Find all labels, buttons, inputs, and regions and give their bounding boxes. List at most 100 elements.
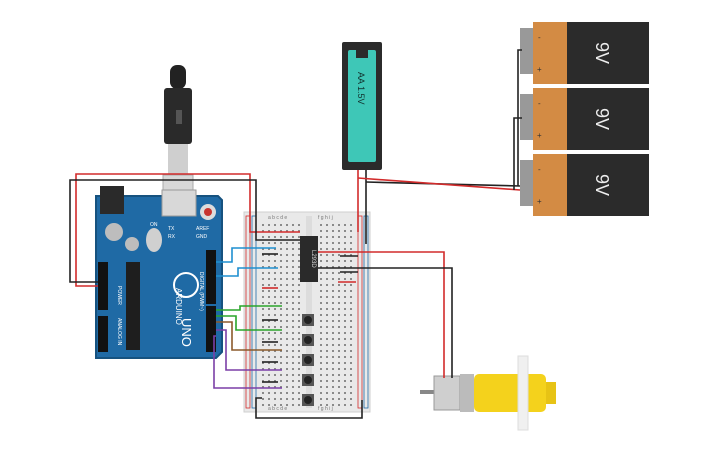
arduino-uno-board[interactable]: ARDUINO UNO DIGITAL (PWM~) POWER ANALOG … [95, 186, 223, 359]
battery-9v-1[interactable]: 9V - + [520, 22, 649, 84]
breadboard-hole [344, 392, 346, 394]
breadboard-hole [344, 368, 346, 370]
wire-gnd[interactable] [69, 179, 270, 283]
breadboard-hole [332, 356, 334, 358]
breadboard-hole [280, 314, 282, 316]
breadboard-hole [292, 398, 294, 400]
wire-blue-2[interactable] [216, 267, 278, 277]
breadboard-hole [338, 350, 340, 352]
breadboard-hole [350, 224, 352, 226]
breadboard-hole [326, 356, 328, 358]
breadboard-hole [332, 374, 334, 376]
breadboard-hole [326, 404, 328, 406]
power-header[interactable] [98, 262, 108, 310]
breadboard-hole [274, 404, 276, 406]
wire-green-2[interactable] [216, 315, 282, 331]
breadboard-hole [286, 314, 288, 316]
wire-purple-1[interactable] [216, 329, 282, 371]
wires[interactable] [69, 49, 522, 419]
breadboard-hole [274, 398, 276, 400]
breadboard-hole [286, 392, 288, 394]
breadboard-hole [326, 386, 328, 388]
breadboard-hole [280, 224, 282, 226]
breadboard-hole [286, 236, 288, 238]
breadboard-hole [320, 314, 322, 316]
breadboard-hole [344, 332, 346, 334]
breadboard-hole [344, 284, 346, 286]
digital-header-low[interactable] [206, 306, 216, 352]
wire-motor-red[interactable] [318, 251, 445, 378]
battery-9v-3[interactable]: 9V - + [520, 154, 649, 216]
breadboard-hole [280, 308, 282, 310]
wire-bottom-loop[interactable] [255, 397, 363, 419]
breadboard-hole [326, 362, 328, 364]
breadboard-hole [280, 302, 282, 304]
usb-port [161, 189, 197, 217]
breadboard-hole [338, 224, 340, 226]
breadboard-hole [268, 260, 270, 262]
push-button-1[interactable] [302, 314, 314, 326]
breadboard-hole [344, 242, 346, 244]
reset-button[interactable] [204, 208, 212, 216]
breadboard-hole [268, 386, 270, 388]
breadboard-hole [320, 392, 322, 394]
breadboard-hole [298, 254, 300, 256]
wire-9v-red[interactable] [357, 177, 521, 191]
breadboard-hole [286, 302, 288, 304]
breadboard-hole [320, 368, 322, 370]
push-button-2[interactable] [302, 334, 314, 346]
breadboard-hole [326, 338, 328, 340]
breadboard-hole [338, 296, 340, 298]
wire-9v-series-1[interactable] [517, 49, 522, 186]
wire-green-1[interactable] [216, 305, 282, 311]
breadboard-hole [338, 326, 340, 328]
l293d-ic[interactable]: L293D [300, 236, 318, 282]
breadboard-hole [326, 248, 328, 250]
battery-9v-2[interactable]: 9V - + [520, 88, 649, 150]
breadboard-hole [338, 314, 340, 316]
breadboard-hole [268, 356, 270, 358]
breadboard-hole [280, 254, 282, 256]
breadboard-hole [298, 236, 300, 238]
breadboard-hole [292, 278, 294, 280]
wire-5v[interactable] [75, 173, 262, 287]
push-button-3[interactable] [302, 354, 314, 366]
wire-blue-1[interactable] [216, 247, 276, 263]
breadboard-hole [268, 314, 270, 316]
breadboard-hole [280, 320, 282, 322]
breadboard-hole [338, 344, 340, 346]
breadboard-hole [286, 278, 288, 280]
push-button-5[interactable] [302, 394, 314, 406]
wire-purple-2[interactable] [213, 335, 282, 389]
dc-gear-motor[interactable] [420, 355, 556, 431]
breadboard-hole [262, 296, 264, 298]
wire-motor-black[interactable] [318, 267, 453, 378]
aa-battery-holder[interactable]: AA 1.5V [342, 42, 382, 170]
breadboard-hole [326, 320, 328, 322]
push-button-4[interactable] [302, 374, 314, 386]
breadboard-hole [286, 254, 288, 256]
breadboard-hole [326, 266, 328, 268]
breadboard-hole [268, 296, 270, 298]
breadboard-hole [280, 332, 282, 334]
wire-brown[interactable] [216, 321, 282, 351]
power-label: POWER [116, 286, 122, 305]
breadboard-hole [298, 362, 300, 364]
breadboard-hole [344, 362, 346, 364]
breadboard-hole [274, 224, 276, 226]
breadboard-hole [298, 248, 300, 250]
breadboard-hole [274, 254, 276, 256]
breadboard-hole [326, 230, 328, 232]
digital-header-high[interactable] [206, 250, 216, 304]
wire-9v-series-2[interactable] [513, 117, 522, 190]
breadboard-hole [332, 260, 334, 262]
breadboard-hole [274, 386, 276, 388]
breadboard-hole [298, 278, 300, 280]
breadboard-hole [292, 320, 294, 322]
analog-header[interactable] [98, 316, 108, 352]
breadboard-hole [286, 362, 288, 364]
push-buttons[interactable] [302, 314, 314, 406]
breadboard-hole [280, 374, 282, 376]
